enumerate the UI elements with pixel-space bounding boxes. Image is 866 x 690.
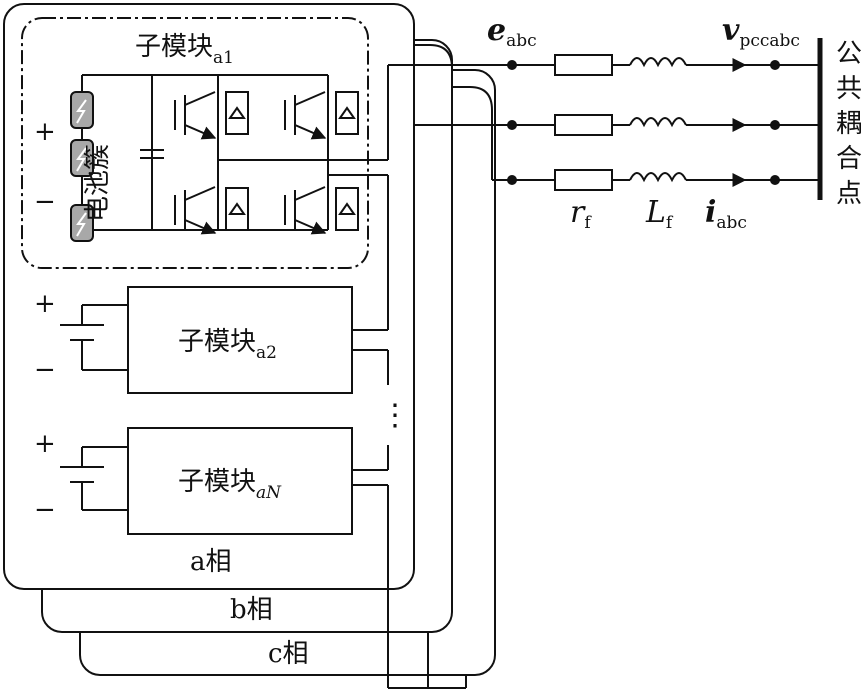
- battery-cell-icon: [70, 91, 94, 129]
- pcc-label: 公 共 耦 合 点: [836, 39, 862, 209]
- module-wiring: [352, 44, 555, 689]
- phase-a-label: a相: [190, 547, 232, 577]
- submodule-a2-box: [127, 286, 353, 394]
- svg-text:耦: 耦: [836, 109, 862, 139]
- label-i-abc: iabc: [705, 195, 747, 233]
- submodule-an-box: [127, 427, 353, 535]
- node-dot: [507, 60, 517, 70]
- node-dot: [770, 60, 780, 70]
- ellipsis: ⋮: [380, 398, 410, 433]
- label-l-f: Lf: [645, 195, 674, 233]
- resistor-rf: [554, 114, 613, 136]
- phase-b-label: b相: [230, 595, 273, 625]
- submodule-a2-title: 子模块a2: [178, 327, 277, 363]
- battery-icon: [60, 304, 128, 371]
- inductor-lf: [629, 117, 687, 128]
- resistor-rf: [554, 54, 613, 76]
- inductor-lf: [629, 57, 687, 68]
- battery-icon: [60, 446, 128, 511]
- an-plus: +: [34, 429, 56, 459]
- dc-capacitor: [140, 75, 164, 230]
- svg-text:共: 共: [836, 74, 862, 104]
- node-dot: [507, 175, 517, 185]
- node-dot: [507, 120, 517, 130]
- label-e-abc: eabc: [487, 13, 537, 51]
- an-minus: −: [34, 495, 56, 525]
- igbt-icon: [284, 186, 359, 235]
- battery-minus: −: [34, 187, 56, 217]
- phase-a-frame: [3, 3, 415, 590]
- node-dot: [770, 175, 780, 185]
- h-bridge: [174, 75, 388, 235]
- submodule-an-title: 子模块aN: [178, 467, 282, 503]
- a2-minus: −: [34, 355, 56, 385]
- node-dot: [770, 120, 780, 130]
- grid-filter: [507, 38, 823, 200]
- svg-text:公: 公: [836, 39, 862, 69]
- inductor-lf: [629, 172, 687, 183]
- a2-plus: +: [34, 289, 56, 319]
- svg-text:合: 合: [836, 144, 862, 174]
- submodule-a1-title: 子模块a1: [135, 32, 234, 68]
- label-r-f: rf: [570, 195, 592, 233]
- label-v-pccabc: vpccabc: [722, 13, 800, 51]
- battery-cell-icon: [70, 139, 94, 177]
- igbt-icon: [174, 91, 249, 140]
- battery-cluster-label: 电池簇: [83, 144, 113, 222]
- igbt-icon: [284, 91, 359, 140]
- igbt-icon: [174, 186, 249, 235]
- svg-text:点: 点: [836, 179, 862, 209]
- submodule-a1-box: [21, 17, 369, 269]
- battery-plus: +: [34, 117, 56, 147]
- resistor-rf: [554, 169, 613, 191]
- battery-cell-icon: [70, 204, 94, 242]
- phase-c-label: c相: [268, 639, 309, 669]
- battery-cluster: + − 电池簇: [34, 74, 328, 242]
